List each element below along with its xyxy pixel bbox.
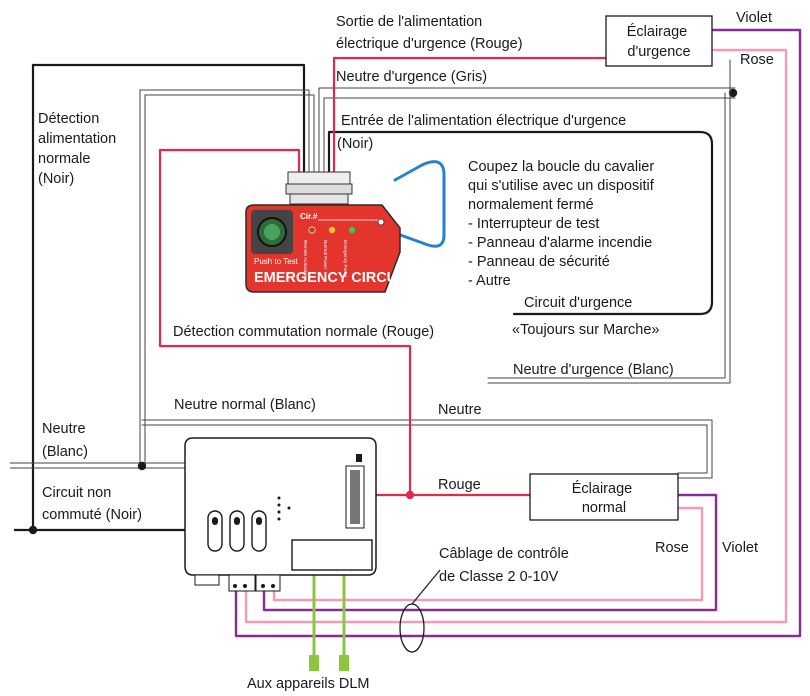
unswitched-circuit-junction xyxy=(28,525,38,535)
neutre-wire xyxy=(141,419,713,479)
remote-activation-text: Remote Activation xyxy=(303,240,308,277)
emergency-power-text: Emergency Power xyxy=(343,240,348,278)
emergency-circuit-label: Circuit d'urgence xyxy=(524,295,632,311)
emergency-neutral-junction xyxy=(728,88,738,98)
normal-neutral-wire xyxy=(139,89,315,467)
normal-neutral-label: Neutre normal (Blanc) xyxy=(174,397,316,413)
normal-power-detect-wire xyxy=(31,63,306,532)
remote-activation-led xyxy=(308,226,316,234)
circuit-id-label: Cir.# xyxy=(300,212,318,221)
jumper-note: Coupez la boucle du cavalier qui s'utili… xyxy=(468,159,658,289)
emergency-circuit-title: EMERGENCY CIRCUIT xyxy=(254,270,410,286)
emergency-neutral-white-label: Neutre d'urgence (Blanc) xyxy=(513,362,674,378)
violet-bottom-label: Violet xyxy=(722,540,758,556)
unswitched-circuit-label: Circuit non commuté (Noir) xyxy=(42,485,142,523)
emergency-red-top xyxy=(332,56,610,174)
emergency-power-in-wire xyxy=(327,130,714,316)
emergency-power-led xyxy=(348,226,356,234)
emergency-neutral-white-wire xyxy=(487,59,731,384)
violet-wire xyxy=(234,28,802,638)
emergency-circuit-device: Cir.# Remote Activation Normal Power Eme… xyxy=(245,171,410,293)
normal-switch-detect-label: Détection commutation normale (Rouge) xyxy=(173,324,434,340)
violet-wire-normal xyxy=(262,493,718,612)
emergency-lighting-box xyxy=(605,15,713,67)
emergency-power-out-label: Sortie de l'alimentation électrique d'ur… xyxy=(336,14,523,52)
pink-wire-normal xyxy=(272,506,704,602)
violet-top-label: Violet xyxy=(736,10,772,26)
always-on-label: «Toujours sur Marche» xyxy=(512,322,660,338)
normal-power-detect-label: Détection alimentation normale (Noir) xyxy=(38,111,120,187)
normal-power-led xyxy=(328,226,336,234)
emergency-power-in-label: Entrée de l'alimentation électrique d'ur… xyxy=(337,113,630,152)
emergency-neutral-gray-label: Neutre d'urgence (Gris) xyxy=(336,69,487,85)
push-to-test-text: Push to Test xyxy=(254,257,299,266)
normal-lighting-box xyxy=(529,473,679,521)
to-dlm-label: Aux appareils DLM xyxy=(247,676,370,692)
normal-power-text: Normal Power xyxy=(323,240,328,270)
rose-top-label: Rose xyxy=(740,52,774,68)
class2-wiring-label: Câblage de contrôle de Classe 2 0-10V xyxy=(439,546,573,585)
rose-bottom-label: Rose xyxy=(655,540,689,556)
emergency-neutral-gray-wire xyxy=(318,87,736,173)
rouge-label: Rouge xyxy=(438,477,481,493)
neutral-junction xyxy=(137,461,147,471)
neutral-white-label: Neutre (Blanc) xyxy=(42,421,90,460)
class2-leader xyxy=(411,569,441,605)
neutre-label: Neutre xyxy=(438,402,482,418)
neutral-wire xyxy=(10,462,185,469)
pink-wire xyxy=(244,48,788,624)
control-module xyxy=(184,437,377,592)
jumper-loop xyxy=(393,160,446,248)
normal-lighting-label: Éclairage normal xyxy=(572,480,636,516)
emergency-lighting-label: Éclairage d'urgence xyxy=(627,23,691,60)
